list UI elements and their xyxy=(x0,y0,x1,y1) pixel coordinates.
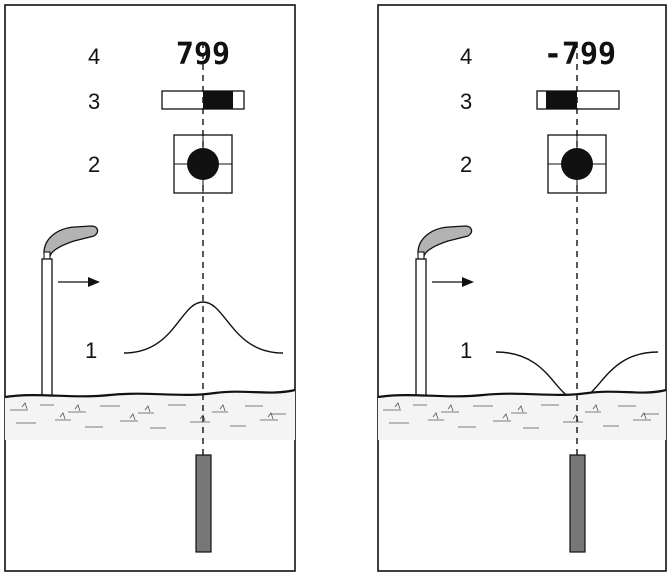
row-label-4: 4 xyxy=(460,44,472,69)
detector-probe-icon xyxy=(415,225,473,404)
panel-frame xyxy=(377,4,667,572)
detector-probe-icon xyxy=(41,225,99,404)
arrow-right-icon xyxy=(58,277,100,287)
digital-readout: -799 xyxy=(544,37,616,72)
bar-indicator-fill xyxy=(546,91,577,109)
signal-curve xyxy=(123,301,284,354)
panel-left: 4 3 2 1 799 xyxy=(4,4,296,572)
bar-indicator xyxy=(536,90,620,110)
ground-surface xyxy=(4,388,296,440)
row-label-1: 1 xyxy=(460,338,472,363)
buried-rod-icon xyxy=(569,454,586,553)
bar-indicator-fill xyxy=(203,91,233,109)
row-label-3: 3 xyxy=(460,89,472,114)
buried-rod-icon xyxy=(195,454,212,553)
row-label-2: 2 xyxy=(460,152,472,177)
row-label-1: 1 xyxy=(85,338,97,363)
panel-right: 4 3 2 1 -799 xyxy=(377,4,667,572)
row-label-3: 3 xyxy=(88,89,100,114)
ground-surface xyxy=(377,388,667,440)
row-label-2: 2 xyxy=(88,152,100,177)
row-label-4: 4 xyxy=(88,44,100,69)
arrow-right-icon xyxy=(432,277,474,287)
panel-frame xyxy=(4,4,296,572)
